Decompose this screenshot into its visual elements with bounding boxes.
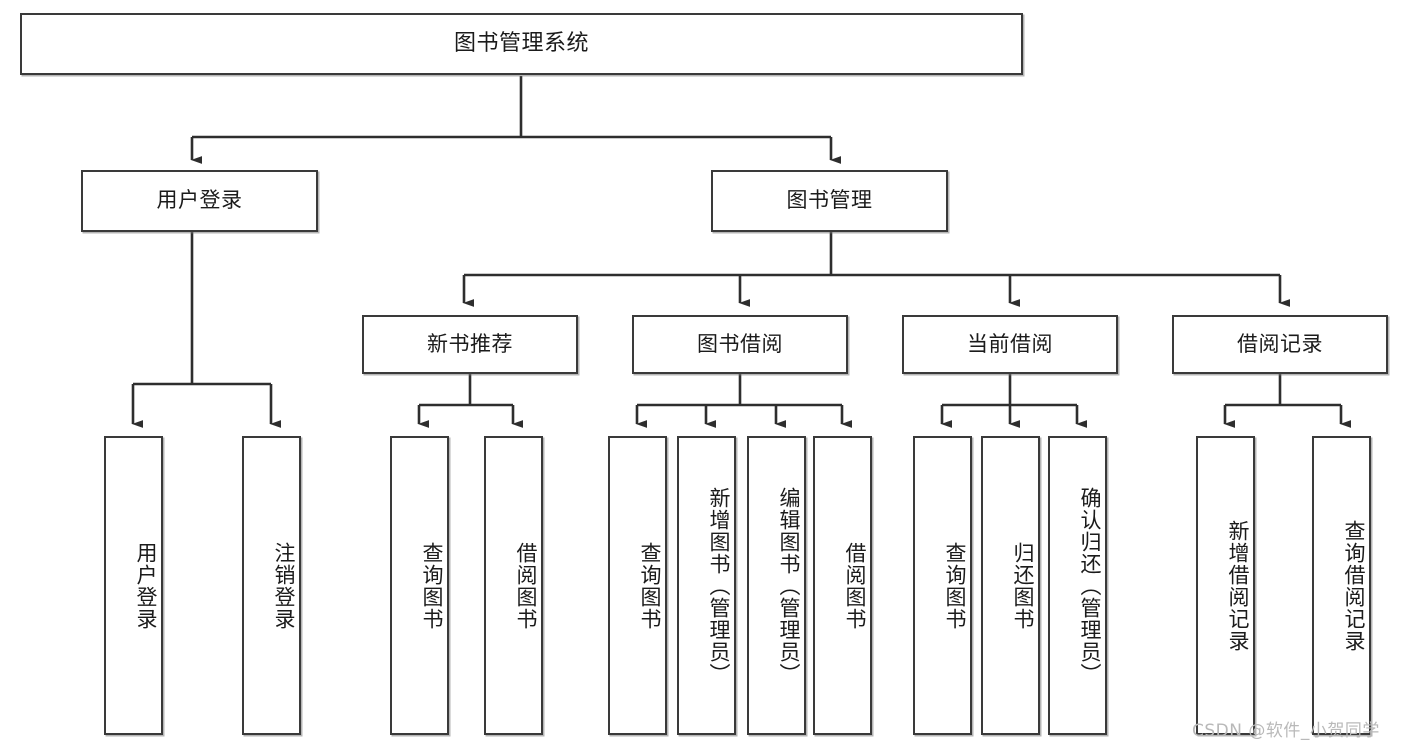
node-leaf-return-book-label: 归还图书 bbox=[1011, 541, 1035, 630]
node-leaf-borrow-book-1-label: 借阅图书 bbox=[514, 541, 538, 630]
node-user-login[interactable]: 用户登录 bbox=[81, 170, 318, 232]
node-leaf-user-login[interactable]: 用户登录 bbox=[104, 436, 163, 735]
node-leaf-user-login-label: 用户登录 bbox=[134, 541, 158, 630]
node-book-manage[interactable]: 图书管理 bbox=[711, 170, 948, 232]
node-current-borrow-label: 当前借阅 bbox=[967, 331, 1053, 356]
node-leaf-query-borrow-record[interactable]: 查询借阅记录 bbox=[1312, 436, 1371, 735]
node-book-manage-label: 图书管理 bbox=[786, 188, 873, 213]
node-leaf-edit-book[interactable]: 编辑图书（管理员） bbox=[747, 436, 806, 735]
node-leaf-logout-login-label: 注销登录 bbox=[272, 541, 296, 630]
node-leaf-query-book-3[interactable]: 查询图书 bbox=[913, 436, 972, 735]
node-new-book-recommend-label: 新书推荐 bbox=[427, 331, 513, 356]
node-new-book-recommend[interactable]: 新书推荐 bbox=[362, 315, 578, 374]
node-leaf-query-book-2[interactable]: 查询图书 bbox=[608, 436, 667, 735]
node-leaf-query-book-1[interactable]: 查询图书 bbox=[390, 436, 449, 735]
node-leaf-query-book-3-label: 查询图书 bbox=[943, 541, 967, 630]
csdn-watermark: CSDN @软件_小贺同学 bbox=[1192, 721, 1380, 741]
node-book-borrow[interactable]: 图书借阅 bbox=[632, 315, 848, 374]
node-user-login-label: 用户登录 bbox=[156, 188, 243, 213]
node-leaf-borrow-book-2-label: 借阅图书 bbox=[843, 541, 867, 630]
node-leaf-add-book-label: 新增图书（管理员） bbox=[707, 486, 731, 685]
node-leaf-query-book-2-label: 查询图书 bbox=[638, 541, 662, 630]
node-leaf-edit-book-label: 编辑图书（管理员） bbox=[777, 486, 801, 685]
node-leaf-borrow-book-2[interactable]: 借阅图书 bbox=[813, 436, 872, 735]
node-leaf-add-book[interactable]: 新增图书（管理员） bbox=[677, 436, 736, 735]
node-current-borrow[interactable]: 当前借阅 bbox=[902, 315, 1118, 374]
node-leaf-logout-login[interactable]: 注销登录 bbox=[242, 436, 301, 735]
node-root-system[interactable]: 图书管理系统 bbox=[20, 13, 1023, 75]
node-root-system-label: 图书管理系统 bbox=[453, 30, 589, 56]
node-leaf-confirm-return[interactable]: 确认归还（管理员） bbox=[1048, 436, 1107, 735]
node-leaf-return-book[interactable]: 归还图书 bbox=[981, 436, 1040, 735]
node-leaf-query-borrow-record-label: 查询借阅记录 bbox=[1342, 519, 1366, 652]
node-leaf-add-borrow-record-label: 新增借阅记录 bbox=[1226, 519, 1250, 652]
node-leaf-query-book-1-label: 查询图书 bbox=[420, 541, 444, 630]
node-book-borrow-label: 图书借阅 bbox=[697, 331, 783, 356]
node-borrow-record-label: 借阅记录 bbox=[1237, 331, 1323, 356]
node-borrow-record[interactable]: 借阅记录 bbox=[1172, 315, 1388, 374]
node-leaf-borrow-book-1[interactable]: 借阅图书 bbox=[484, 436, 543, 735]
node-leaf-add-borrow-record[interactable]: 新增借阅记录 bbox=[1196, 436, 1255, 735]
node-leaf-confirm-return-label: 确认归还（管理员） bbox=[1078, 486, 1102, 685]
